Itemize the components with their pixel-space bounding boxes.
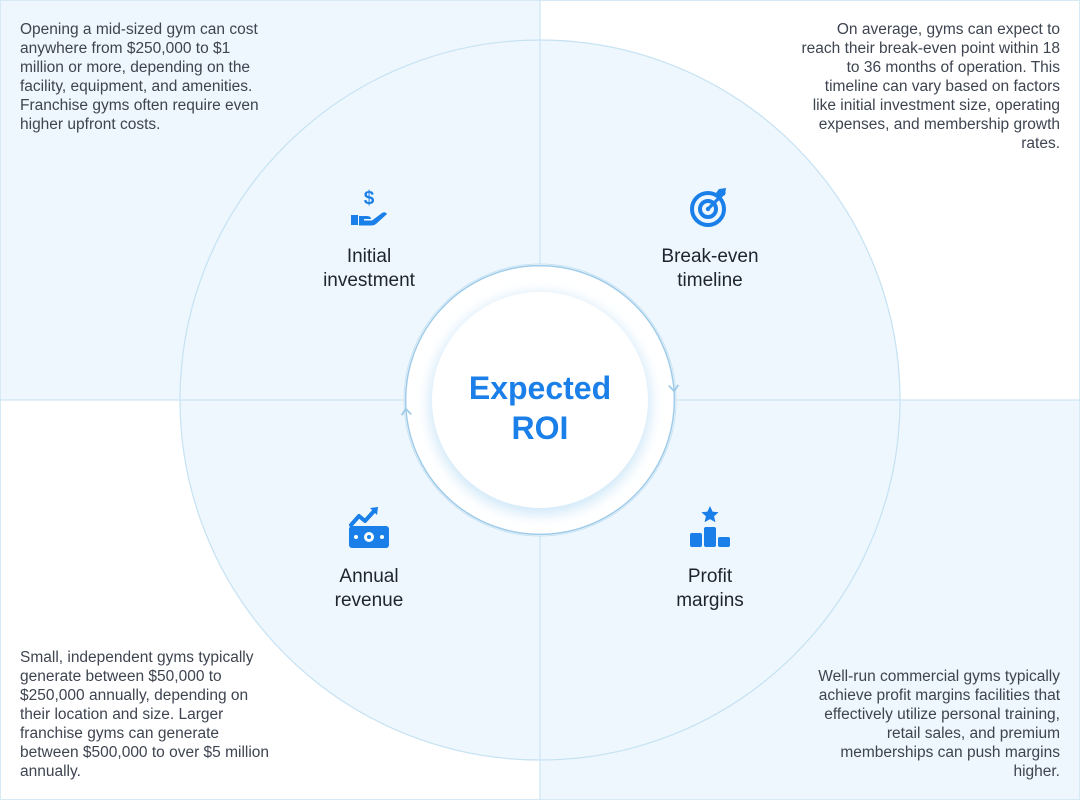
description-break-even-timeline: On average, gyms can expect to reach the… [801,21,1060,152]
svg-text:$: $ [364,188,375,209]
description-annual-revenue: Small, independent gyms typically genera… [20,649,270,780]
center-title-line1: Expected [468,370,612,406]
label-line: Annual [339,566,399,587]
label-break-even-timeline: Break-even timeline [610,245,810,293]
cycle-arrow-top [404,264,680,411]
center-disk [432,292,648,508]
podium-star-icon [690,506,730,547]
label-line: investment [323,270,415,291]
label-line: revenue [334,590,404,611]
label-initial-investment: Initial investment [269,245,469,293]
center-title-line2: ROI [511,410,569,446]
money-growth-icon [349,507,389,548]
label-line: Profit [687,566,733,587]
label-profit-margins: Profit margins [610,565,810,613]
cycle-arrow-bottom [400,389,676,536]
label-line: Break-even [661,246,759,267]
description-initial-investment: Opening a mid-sized gym can cost anywher… [20,21,259,133]
label-line: Initial [346,246,392,267]
hand-dollar-icon: $ [351,188,387,226]
description-profit-margins: Well-run commercial gyms typically achie… [818,668,1060,780]
label-annual-revenue: Annual revenue [269,565,469,613]
outer-circle [179,39,901,761]
target-arrow-icon [690,188,726,227]
center-title: Expected ROI [440,368,640,448]
label-line: margins [676,590,744,611]
label-line: timeline [677,270,743,291]
